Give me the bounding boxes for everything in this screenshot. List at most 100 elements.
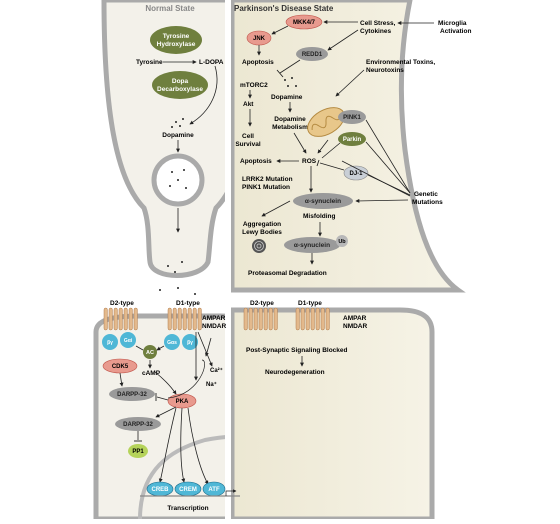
dj1-protein: DJ-1 xyxy=(343,165,369,181)
alpha-synuclein-ubiquitinated: α-synuclein xyxy=(284,237,340,253)
camp-label: cAMP xyxy=(142,370,161,377)
normal-ampar-label: AMPAR xyxy=(202,315,226,322)
pd-dopamine-dots xyxy=(284,77,297,87)
panel-divider xyxy=(225,0,231,519)
aggregation-label: Aggregation xyxy=(243,221,281,228)
pd-ampar-label: AMPAR xyxy=(343,315,367,322)
beta-gamma-d2: βγ xyxy=(102,334,118,350)
pink1-protein: PINK1 xyxy=(338,110,366,124)
d2-receptor xyxy=(103,307,138,331)
svg-text:CREM: CREM xyxy=(179,487,197,493)
svg-text:Survival: Survival xyxy=(235,141,260,148)
pd-nmdar-label: NMDAR xyxy=(343,323,367,330)
svg-text:Tyrosine: Tyrosine xyxy=(163,33,190,40)
receptor-helix xyxy=(118,307,123,331)
normal-title: Normal State xyxy=(145,4,195,13)
g-alpha-s: Gαs xyxy=(164,334,180,350)
svg-text:βγ: βγ xyxy=(107,340,113,346)
receptor-helix xyxy=(177,307,182,331)
svg-text:DARPP-32: DARPP-32 xyxy=(117,392,147,398)
pd-panel xyxy=(229,0,466,522)
pd-dopamine-label: Dopamine xyxy=(271,94,303,101)
svg-text:MKK4/7: MKK4/7 xyxy=(293,20,316,26)
svg-text:Hydroxylase: Hydroxylase xyxy=(157,41,196,48)
proteasomal-degradation-label: Proteasomal Degradation xyxy=(248,270,327,277)
mtorc2-label: mTORC2 xyxy=(240,82,268,89)
receptor-helix xyxy=(197,307,202,331)
svg-text:Mutations: Mutations xyxy=(412,199,443,206)
apoptosis-bottom-label: Apoptosis xyxy=(240,158,272,165)
redd1-protein: REDD1 xyxy=(296,47,328,61)
pd-postsynaptic-neuron xyxy=(229,307,435,522)
receptor-helix xyxy=(113,307,118,331)
sodium-label: Na⁺ xyxy=(206,381,217,388)
cdk5-kinase: CDK5 xyxy=(102,358,138,374)
normal-d1-label: D1-type xyxy=(176,300,200,307)
receptor-helix xyxy=(187,307,192,331)
svg-text:Decarboxylase: Decarboxylase xyxy=(157,86,203,93)
receptor-helix xyxy=(258,307,263,331)
receptor-helix xyxy=(295,307,300,331)
receptor-helix xyxy=(182,307,187,331)
mkk47-kinase: MKK4/7 xyxy=(285,14,323,30)
tyrosine-label: Tyrosine xyxy=(136,59,163,66)
akt-label: Akt xyxy=(243,101,254,108)
svg-text:PKA: PKA xyxy=(176,399,189,405)
adenylyl-cyclase: AC xyxy=(143,345,157,359)
svg-text:Metabolism: Metabolism xyxy=(272,124,308,131)
svg-text:Gαi: Gαi xyxy=(124,338,133,344)
normal-nmdar-label: NMDAR xyxy=(202,323,226,330)
receptor-helix xyxy=(123,307,128,331)
pd-d1-label: D1-type xyxy=(298,300,322,307)
synaptic-vesicle xyxy=(151,153,205,207)
pd-d1-receptor xyxy=(295,307,330,331)
receptor-helix xyxy=(253,307,258,331)
receptor-helix xyxy=(172,307,177,331)
svg-text:JNK: JNK xyxy=(253,36,266,42)
pd-title: Parkinson's Disease State xyxy=(234,4,334,13)
receptor-helix xyxy=(300,307,305,331)
ros-label: ROS xyxy=(302,158,317,165)
pp1-phosphatase: PP1 xyxy=(128,444,148,458)
svg-text:CDK5: CDK5 xyxy=(112,364,129,370)
parkin-protein: Parkin xyxy=(338,132,366,146)
receptor-helix xyxy=(167,307,172,331)
svg-text:DJ-1: DJ-1 xyxy=(349,171,363,177)
crem-factor: CREM xyxy=(174,481,202,497)
lewy-body-aggregate xyxy=(252,239,266,253)
receptor-helix xyxy=(268,307,273,331)
receptor-helix xyxy=(108,307,113,331)
neurodegeneration-label: Neurodegeneration xyxy=(265,369,325,376)
calcium-label: Ca²⁺ xyxy=(210,367,223,374)
dopa-decarboxylase-enzyme: Dopa Decarboxylase xyxy=(152,71,208,99)
creb-factor: CREB xyxy=(146,481,174,497)
pd-d2-receptor xyxy=(243,307,278,331)
svg-text:Gαs: Gαs xyxy=(167,340,177,346)
d1-receptor xyxy=(167,307,202,331)
svg-text:REDD1: REDD1 xyxy=(302,52,323,58)
svg-text:βγ: βγ xyxy=(187,340,193,346)
apoptosis-top-label: Apoptosis xyxy=(242,59,274,66)
cell-survival-label: Cell xyxy=(242,133,254,140)
svg-text:Ub: Ub xyxy=(338,239,346,245)
g-alpha-i: Gαi xyxy=(120,332,136,348)
receptor-helix xyxy=(192,307,197,331)
receptor-helix xyxy=(315,307,320,331)
pka-kinase: PKA xyxy=(167,393,197,409)
receptor-helix xyxy=(248,307,253,331)
svg-text:CREB: CREB xyxy=(151,487,169,493)
released-dopamine xyxy=(159,261,196,295)
svg-text:PINK1 Mutation: PINK1 Mutation xyxy=(242,184,290,191)
receptor-helix xyxy=(243,307,248,331)
ldopa-label: L-DOPA xyxy=(199,59,224,66)
svg-text:DARPP-32: DARPP-32 xyxy=(123,422,153,428)
svg-text:PP1: PP1 xyxy=(132,449,144,455)
svg-text:AC: AC xyxy=(146,350,154,356)
svg-text:Dopa: Dopa xyxy=(172,78,189,85)
darpp32-top: DARPP-32 xyxy=(109,387,155,401)
dopamine-label: Dopamine xyxy=(162,132,194,139)
svg-text:Neurotoxins: Neurotoxins xyxy=(366,67,404,74)
receptor-helix xyxy=(320,307,325,331)
receptor-helix xyxy=(310,307,315,331)
